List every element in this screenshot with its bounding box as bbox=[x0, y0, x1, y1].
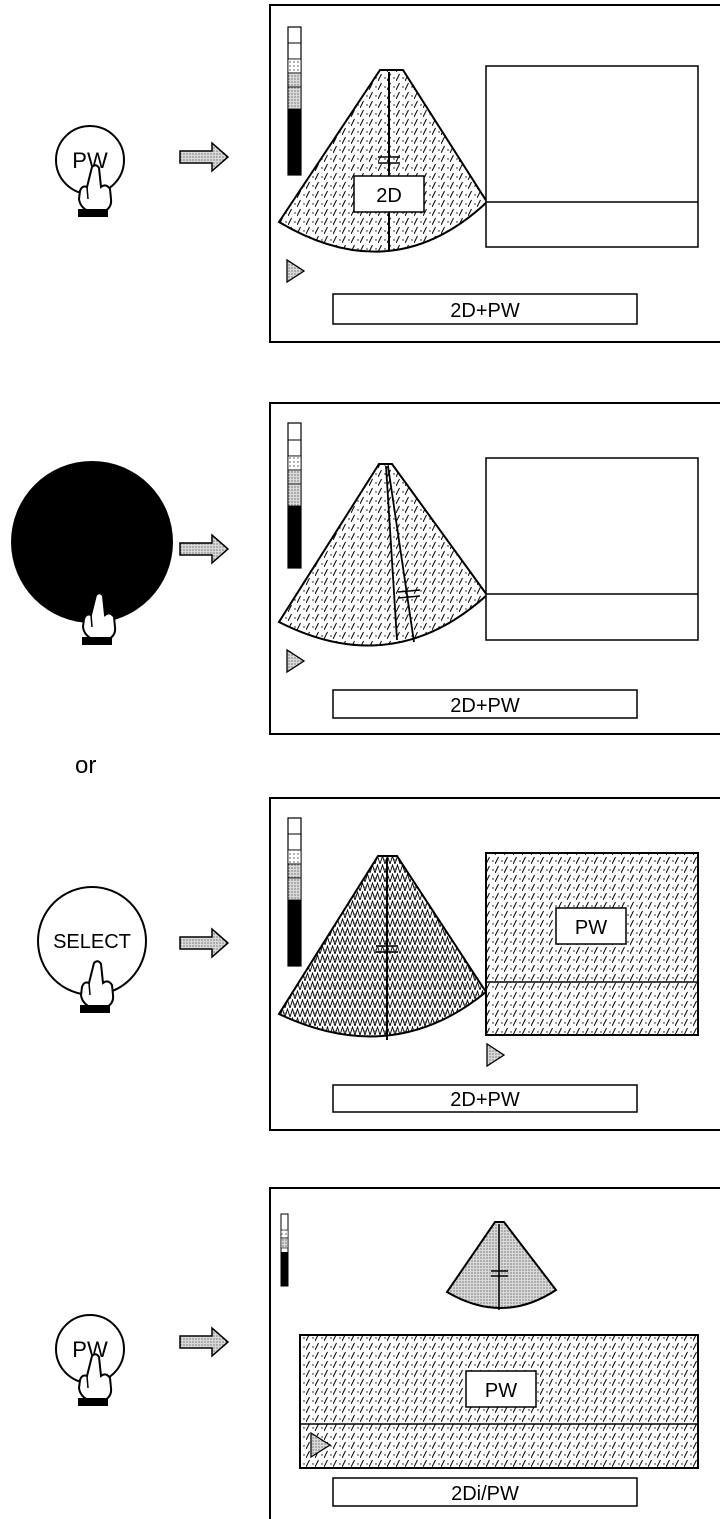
active-area-box bbox=[465, 1370, 537, 1408]
mode-indicator bbox=[332, 1477, 638, 1507]
pw-key[interactable]: PW bbox=[55, 1314, 125, 1384]
active-area-label: 2D bbox=[376, 185, 402, 207]
active-area-box bbox=[555, 907, 627, 945]
select-key-label: SELECT bbox=[53, 931, 131, 953]
mode-indicator bbox=[332, 1084, 638, 1113]
step-3: SELECT bbox=[37, 797, 720, 1131]
pointing-hand-icon bbox=[79, 960, 115, 1013]
right-arrow-icon bbox=[179, 533, 230, 565]
monitor-screen-2: 2D+PW bbox=[269, 402, 720, 735]
pw-key-label: PW bbox=[72, 1337, 108, 1362]
triangle-cursor-icon bbox=[286, 648, 306, 674]
gray-scale-bar bbox=[280, 1213, 289, 1287]
pointing-hand-icon bbox=[81, 592, 117, 645]
trackball-icon[interactable] bbox=[11, 461, 173, 623]
active-area-label: PW bbox=[575, 917, 607, 939]
step-2: 2D+PW bbox=[11, 402, 720, 735]
sector-image bbox=[277, 463, 489, 647]
right-arrow-icon bbox=[179, 1326, 230, 1358]
pw-key[interactable]: PW bbox=[55, 125, 125, 195]
active-area-label: PW bbox=[485, 1380, 517, 1402]
monitor-screen-3: PW 2D+PW bbox=[269, 797, 720, 1131]
gray-scale-bar bbox=[287, 26, 302, 176]
step-4: PW PW 2Di/ bbox=[55, 1187, 720, 1519]
mode-indicator-label: 2D+PW bbox=[450, 300, 520, 322]
triangle-cursor-icon bbox=[310, 1431, 332, 1459]
right-arrow-icon bbox=[179, 141, 230, 173]
monitor-screen-4: PW 2Di/PW bbox=[269, 1187, 720, 1519]
mode-indicator bbox=[332, 689, 638, 719]
select-key[interactable]: SELECT bbox=[37, 886, 147, 996]
triangle-cursor-icon bbox=[486, 1042, 506, 1068]
mode-indicator-label: 2D+PW bbox=[450, 1089, 520, 1111]
mode-indicator bbox=[332, 293, 638, 325]
sector-image bbox=[277, 69, 489, 253]
doppler-display bbox=[485, 65, 699, 248]
right-arrow-icon bbox=[179, 927, 230, 959]
doppler-display bbox=[485, 457, 699, 641]
mode-indicator-label: 2D+PW bbox=[450, 695, 520, 717]
gray-scale-bar bbox=[287, 422, 302, 569]
pw-key-label: PW bbox=[72, 148, 108, 173]
pointing-hand-icon bbox=[77, 1353, 113, 1406]
triangle-cursor-icon bbox=[286, 258, 306, 284]
mode-indicator-label: 2Di/PW bbox=[451, 1483, 519, 1505]
or-text: or bbox=[75, 752, 96, 779]
active-area-box bbox=[353, 175, 425, 213]
monitor-screen-1: 2D 2D+PW bbox=[269, 4, 720, 343]
step-1: PW 2D bbox=[55, 4, 720, 343]
sector-image bbox=[445, 1221, 558, 1309]
gray-scale-bar bbox=[287, 817, 302, 967]
pointing-hand-icon bbox=[77, 164, 113, 217]
